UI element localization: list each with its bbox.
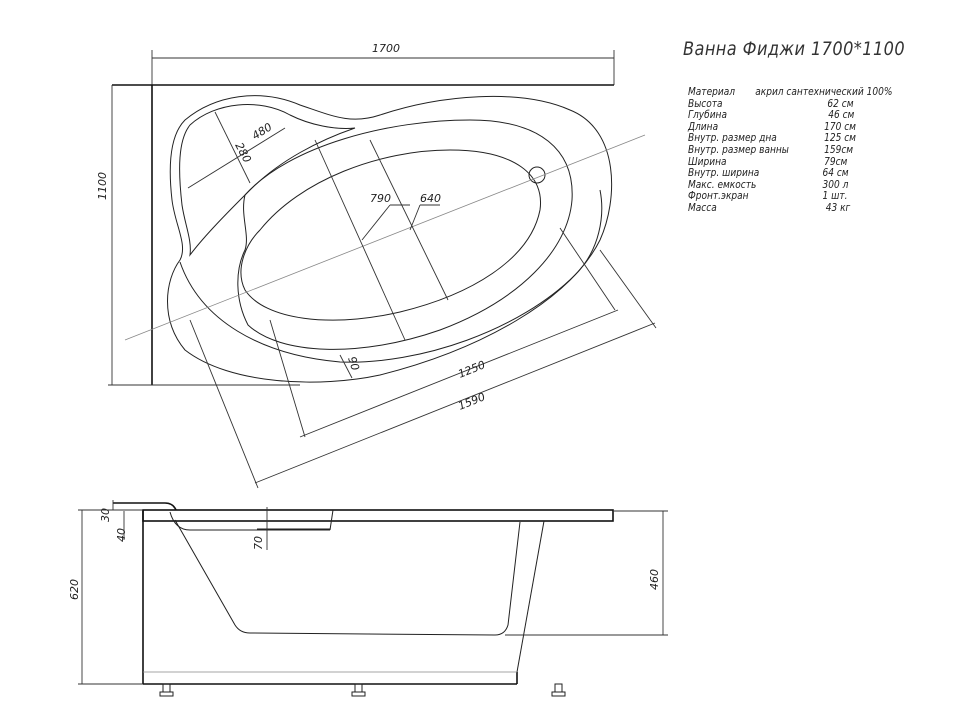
svg-text:1590: 1590 [456,390,487,413]
leg-icon [351,683,366,697]
svg-text:480: 480 [250,120,275,142]
svg-text:1250: 1250 [456,358,487,381]
tub-inner-contour [237,119,573,350]
svg-text:790: 790 [370,192,391,205]
svg-text:70: 70 [252,536,265,550]
svg-text:40: 40 [115,528,128,542]
side-view: 30 40 70 620 460 [68,500,668,697]
length-label: 1700 [372,42,400,55]
svg-text:280: 280 [232,140,253,165]
tub-outer-contour [167,95,613,383]
rim [142,509,614,522]
svg-text:90: 90 [345,355,362,372]
drain-icon [528,166,546,184]
inner-length-dimension [254,322,656,484]
drawing-title: Ванна Фиджи 1700*1100 [683,38,906,60]
height-label: 620 [68,579,81,600]
top-view: 1700 1100 280 480 790 640 90 1250 159 [96,42,657,489]
svg-text:30: 30 [99,508,112,522]
axis-line [124,134,646,341]
depth-label: 460 [648,569,661,590]
bottom-length-dimension [299,309,619,438]
width-label: 1100 [96,172,109,200]
inner-bowl-profile [174,519,521,636]
svg-text:640: 640 [420,192,441,205]
leg-icon [551,683,566,697]
leg-icon [159,683,174,697]
